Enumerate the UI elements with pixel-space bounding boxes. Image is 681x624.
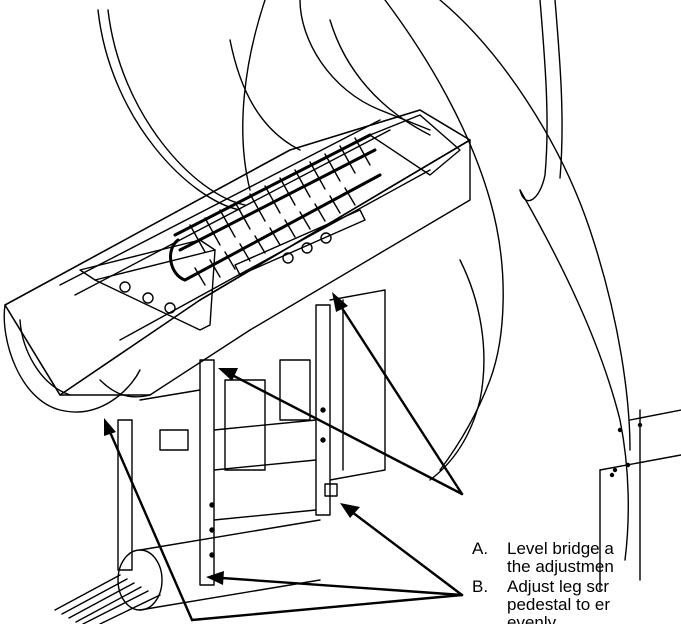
callout-b-line-3-abs: evenly. [507, 613, 560, 624]
leader-arrows [104, 292, 464, 622]
callout-block: A. Level bridge a the adjustmen B. Adjus… [472, 0, 681, 624]
callout-a-letter-abs: A. [472, 539, 489, 558]
gantry-ring [97, 0, 681, 591]
callout-b-line-2-abs: pedestal to er [507, 595, 611, 614]
callout-b-letter-abs: B. [472, 577, 489, 596]
callout-a-line-2-abs: the adjustmen [507, 557, 614, 576]
callout-b-line-1-abs: Adjust leg scr [507, 577, 610, 596]
pedestal-frame [54, 289, 386, 624]
callout-a-line-1-abs: Level bridge a [507, 539, 614, 558]
couch-bridge [3, 109, 471, 413]
